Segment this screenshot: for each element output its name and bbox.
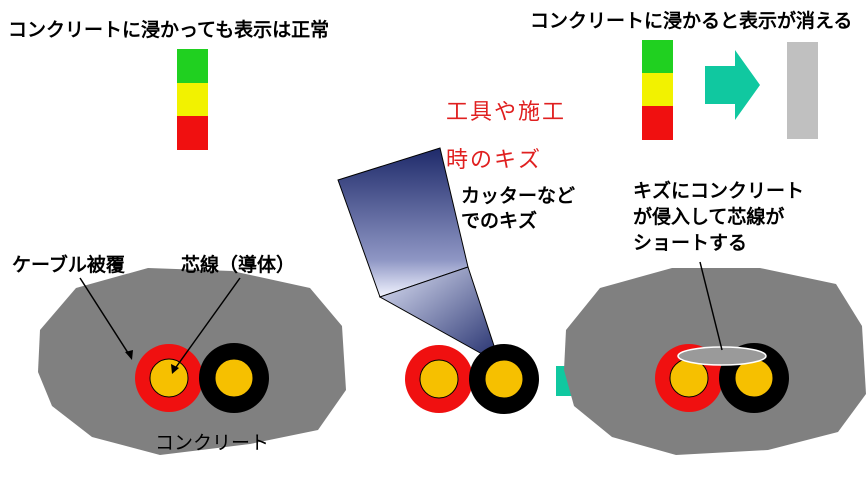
cutter-label-line1: カッターなど: [461, 185, 576, 207]
damage-label-line1: 工具や施工: [446, 100, 567, 125]
cable-pair-right: [655, 343, 789, 413]
indicator-normal: [177, 49, 208, 150]
short-pointer-line: [699, 261, 723, 351]
indicator-blank: [787, 42, 818, 139]
conductor: [419, 359, 459, 399]
concrete-label: コンクリート: [155, 432, 270, 454]
conductor: [149, 358, 189, 398]
indicator-before-fault: [642, 40, 673, 140]
indicator-red-segment: [177, 116, 208, 150]
cable-sheath-label: ケーブル被覆: [12, 254, 125, 276]
short-label-line3: ショートする: [633, 232, 748, 254]
core-pointer-head: [171, 364, 179, 374]
short-label-line1: キズにコンクリート: [633, 180, 805, 202]
cutter-tip: [378, 266, 501, 366]
conductor: [484, 359, 524, 399]
cable-pair-left: [135, 343, 269, 413]
indicator-yellow-segment: [642, 73, 673, 106]
cutter-tool: [337, 147, 501, 366]
transition-arrow-top: [705, 50, 760, 120]
core-wire-label: 芯線（導体）: [181, 254, 296, 276]
indicator-green-segment: [177, 49, 208, 83]
indicator-yellow-segment: [177, 83, 208, 116]
cable-pair-middle: [405, 344, 539, 414]
indicator-green-segment: [642, 40, 673, 73]
conductor: [214, 358, 254, 398]
damage-label-line2: 時のキズ: [446, 148, 543, 173]
cutter-label-line2: でのキズ: [461, 210, 538, 232]
sheath-pointer-line: [79, 277, 131, 357]
sheath-pointer-head: [125, 350, 133, 360]
core-pointer-line: [173, 277, 241, 371]
indicator-red-segment: [642, 106, 673, 140]
caption-display-off: コンクリートに浸かると表示が消える: [530, 10, 853, 32]
caption-normal: コンクリートに浸かっても表示は正常: [8, 19, 330, 41]
short-label-line2: が侵入して芯線が: [633, 206, 785, 228]
